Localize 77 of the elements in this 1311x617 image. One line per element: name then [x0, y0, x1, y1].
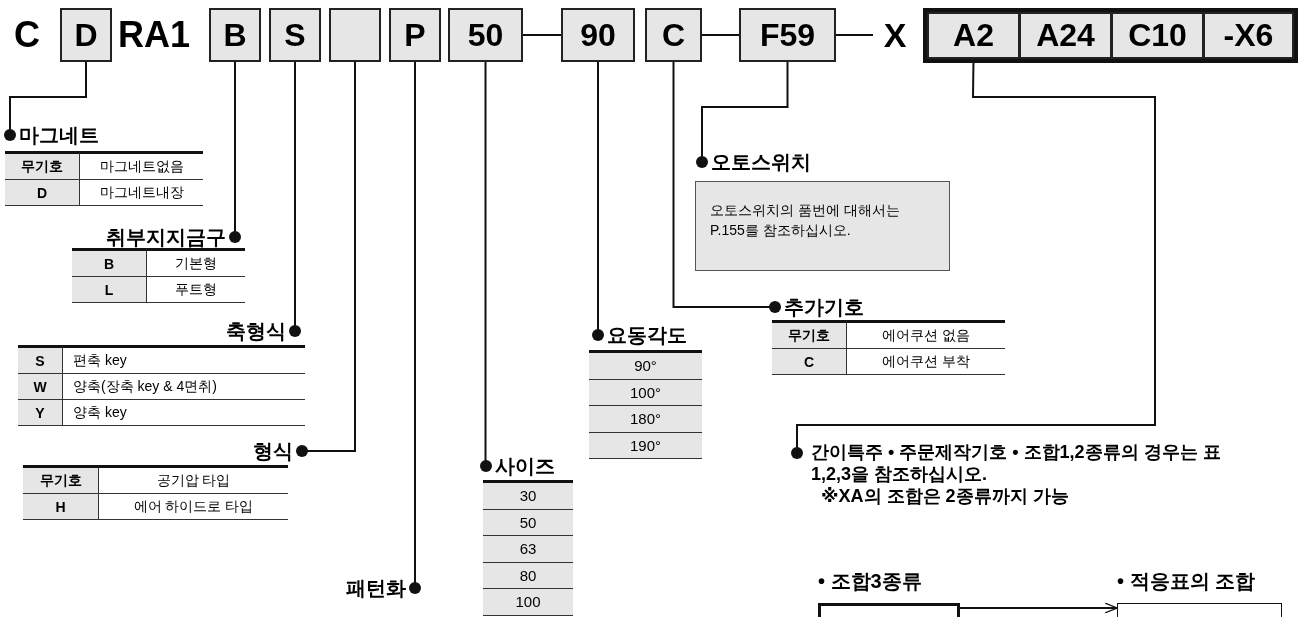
section-heading: 사이즈	[486, 454, 576, 480]
code-box: S	[269, 8, 321, 62]
connector-line	[701, 34, 740, 36]
note-line: 간이특주 • 주문제작기호 • 조합1,2종류의 경우는 표 1,2,3을 참조하십시오.	[811, 441, 1222, 485]
option-description: 에어쿠션 없음	[847, 320, 1005, 349]
code-letter: C	[14, 14, 40, 56]
leader-line	[592, 61, 604, 341]
option-code: L	[72, 277, 147, 303]
option-code: 63	[483, 536, 573, 563]
option-code: Y	[18, 400, 63, 426]
section-heading: • 조합3종류	[818, 569, 922, 594]
option-description: 양축(장축 key & 4면취)	[63, 374, 305, 400]
option-code: S	[18, 345, 63, 374]
option-description: 푸트형	[147, 277, 245, 303]
code-box: 50	[448, 8, 523, 62]
section-heading: 형식	[222, 439, 302, 465]
code-box: A24	[1019, 12, 1112, 59]
option-code: 90°	[589, 350, 702, 380]
option-code: 무기호	[23, 465, 99, 494]
note-box: 오토스위치의 품번에 대해서는 P.155를 참조하십시오.	[695, 181, 950, 271]
section-heading: 취부지지금구	[75, 225, 235, 251]
code-box: -X6	[1203, 12, 1294, 59]
option-code: 무기호	[5, 151, 80, 180]
code-box: C10	[1111, 12, 1204, 59]
option-code: 80	[483, 562, 573, 589]
leader-line	[289, 61, 301, 337]
code-box: D	[60, 8, 112, 62]
option-description: 양축 key	[63, 400, 305, 426]
section-heading: 마그네트	[10, 123, 130, 149]
leader-line	[296, 61, 356, 457]
option-description: 에어쿠션 부착	[847, 349, 1005, 375]
option-code: 50	[483, 509, 573, 536]
code-box: P	[389, 8, 441, 62]
leader-line	[4, 61, 87, 141]
leader-line	[229, 61, 241, 243]
option-code: 무기호	[772, 320, 847, 349]
option-description: 마그네트없음	[80, 151, 203, 180]
leader-line	[409, 61, 421, 594]
option-code: 100	[483, 589, 573, 616]
option-description: 마그네트내장	[80, 180, 203, 206]
section-heading: 축형식	[195, 319, 295, 345]
option-code: D	[5, 180, 80, 206]
section-heading: • 적응표의 조합	[1117, 569, 1256, 594]
arrow	[959, 602, 1118, 614]
note-line: ※XA의 조합은 2종류까지 가능	[820, 485, 1070, 507]
option-code: 180°	[589, 406, 702, 433]
option-description: 공기압 타입	[99, 465, 288, 494]
option-description: 에어 하이드로 타입	[99, 494, 288, 520]
leader-line	[696, 61, 789, 168]
reference-table-box	[1117, 603, 1282, 617]
code-box: C	[645, 8, 702, 62]
section-heading: 요동각도	[598, 323, 713, 349]
leader-line	[672, 61, 781, 313]
option-code: 190°	[589, 432, 702, 459]
connector-line	[522, 34, 562, 36]
code-box	[329, 8, 381, 62]
option-code: B	[72, 248, 147, 277]
code-letter: RA1	[118, 14, 191, 56]
connector-line	[835, 34, 874, 36]
option-description: 기본형	[147, 248, 245, 277]
combination-table-box	[818, 603, 960, 617]
section-heading: 추가기호	[775, 295, 890, 321]
code-box: F59	[739, 8, 836, 62]
option-code: 30	[483, 480, 573, 510]
option-description: 편축 key	[63, 345, 305, 374]
code-box: B	[209, 8, 261, 62]
option-code: W	[18, 374, 63, 400]
section-heading: 패턴화	[325, 576, 415, 602]
option-code: C	[772, 349, 847, 375]
section-heading: 오토스위치	[702, 150, 842, 176]
code-letter: X	[873, 8, 917, 62]
code-box: 90	[561, 8, 635, 62]
option-code: 100°	[589, 379, 702, 406]
option-code: H	[23, 494, 99, 520]
option-group-box	[923, 8, 1298, 63]
leader-line	[480, 61, 492, 472]
code-box: A2	[927, 12, 1020, 59]
